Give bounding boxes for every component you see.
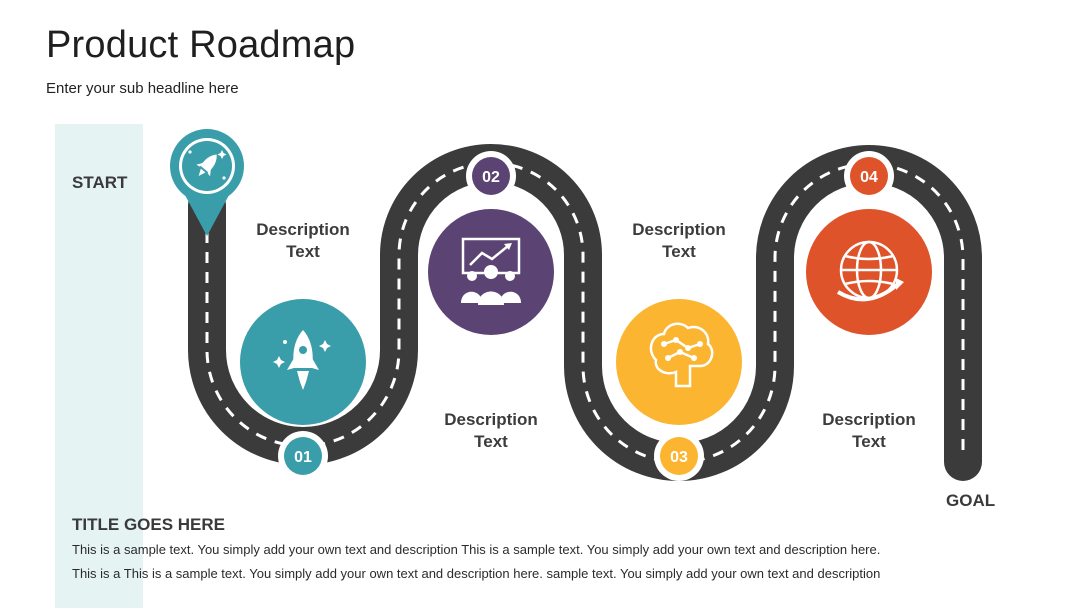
- milestone-3: 03: [616, 299, 742, 481]
- milestone-1-desc-line1: Description: [256, 220, 350, 239]
- milestone-3-desc-line1: Description: [632, 220, 726, 239]
- milestone-4: 04: [806, 151, 932, 335]
- team-presentation-icon: [461, 237, 521, 305]
- rocket-icon: [273, 330, 331, 390]
- footer-text-line-2: This is a This is a sample text. You sim…: [72, 566, 881, 581]
- road-lane-marking: [205, 161, 965, 464]
- milestone-1: 01: [240, 299, 366, 481]
- milestone-3-number: 03: [670, 449, 688, 466]
- side-band: [55, 124, 143, 608]
- start-pin-marker: [170, 129, 244, 236]
- milestone-3-description: Description Text: [609, 219, 749, 263]
- start-label: START: [72, 173, 128, 192]
- milestone-1-desc-line2: Text: [286, 242, 320, 261]
- rocket-icon: [196, 154, 217, 177]
- milestone-4-circle: [806, 209, 932, 335]
- milestone-1-description: Description Text: [233, 219, 373, 263]
- footer-text-line-1: This is a sample text. You simply add yo…: [72, 542, 881, 557]
- page-title: Product Roadmap: [46, 24, 356, 66]
- milestone-2-desc-line1: Description: [444, 410, 538, 429]
- milestone-2: 02: [428, 151, 554, 335]
- milestone-4-number: 04: [860, 169, 878, 186]
- milestone-4-description: Description Text: [799, 409, 939, 453]
- milestone-4-desc-line2: Text: [852, 432, 886, 451]
- milestone-2-description: Description Text: [421, 409, 561, 453]
- footer-title: TITLE GOES HERE: [72, 515, 226, 534]
- milestone-4-desc-line1: Description: [822, 410, 916, 429]
- milestone-2-desc-line2: Text: [474, 432, 508, 451]
- brain-network-icon: [649, 322, 714, 388]
- page-subtitle: Enter your sub headline here: [46, 80, 239, 97]
- milestone-2-number: 02: [482, 169, 500, 186]
- milestone-1-number: 01: [294, 449, 312, 466]
- milestone-3-desc-line2: Text: [662, 242, 696, 261]
- goal-label: GOAL: [946, 491, 996, 510]
- globe-icon: [836, 240, 904, 302]
- milestone-3-circle: [616, 299, 742, 425]
